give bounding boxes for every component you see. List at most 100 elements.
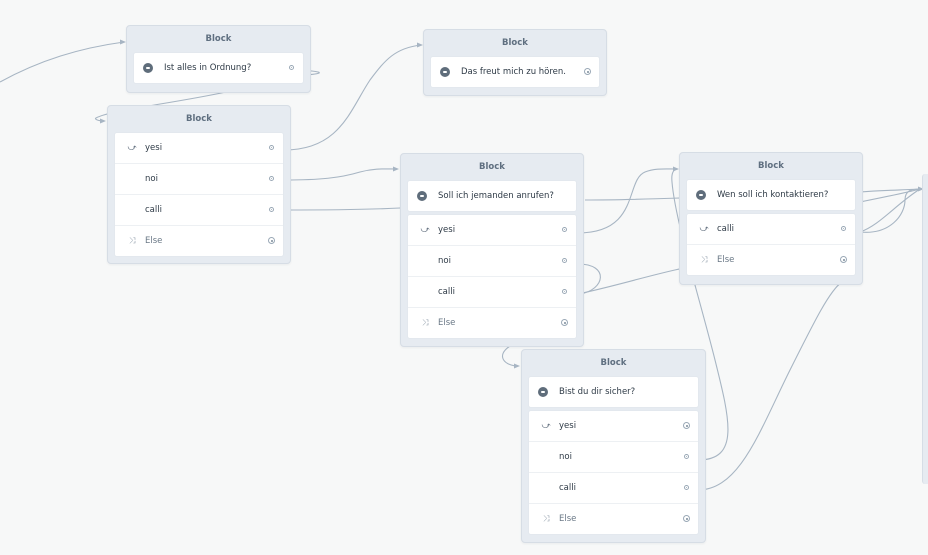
shuffle-icon: ⤨ [542, 514, 550, 524]
block-title: Block [600, 358, 627, 368]
output-port[interactable] [289, 65, 294, 70]
message-row[interactable]: Das freut mich zu hören. [431, 57, 599, 87]
else-row[interactable]: ⤨ Else [408, 307, 576, 338]
chat-bubble-icon [440, 67, 450, 77]
block-title: Block [186, 114, 212, 124]
option-label: calli [438, 287, 455, 297]
edge-into-b1 [0, 41, 125, 83]
option-row-noi[interactable]: noi [529, 441, 698, 472]
message-row[interactable]: Bist du dir sicher? [529, 377, 698, 407]
option-row-yesi[interactable]: ⤻ yesi [115, 133, 283, 163]
option-row-yesi[interactable]: ⤻ yesi [529, 411, 698, 441]
option-label: yesi [145, 143, 163, 153]
condition-card[interactable]: ⤻ yesi noi calli ⤨ Else [115, 133, 283, 256]
flow-block-3[interactable]: Block ⤻ yesi noi calli ⤨ Else [107, 105, 291, 264]
output-port[interactable] [562, 289, 567, 294]
edge-arrowhead [514, 363, 520, 369]
else-label: Else [559, 514, 577, 524]
output-port[interactable] [268, 237, 275, 244]
option-label: noi [438, 256, 451, 266]
chat-bubble-icon [538, 387, 548, 397]
else-row[interactable]: ⤨ Else [529, 503, 698, 534]
flow-block-4[interactable]: Block Soll ich jemanden anrufen? ⤻ yesi … [400, 153, 584, 347]
output-port[interactable] [840, 256, 847, 263]
flow-block-6[interactable]: Block Bist du dir sicher? ⤻ yesi noi cal… [521, 349, 706, 543]
else-label: Else [717, 255, 735, 265]
option-row-calli[interactable]: calli [115, 194, 283, 225]
option-label: noi [145, 174, 158, 184]
edge-b3-noi-to-b4 [283, 168, 398, 181]
message-card[interactable]: Wen soll ich kontaktieren? [687, 180, 855, 210]
edge-b5-calli-loop [859, 188, 921, 233]
flow-block-offscreen[interactable] [922, 174, 928, 484]
shuffle-icon: ⤨ [421, 318, 429, 328]
branch-arrow-icon: ⤻ [127, 143, 137, 153]
edge-b4-calli [577, 267, 685, 295]
edge-b4-else-to-b6 [501, 345, 519, 367]
option-row-calli[interactable]: calli [529, 472, 698, 503]
chat-bubble-icon [417, 191, 427, 201]
message-row[interactable]: Soll ich jemanden anrufen? [408, 181, 576, 211]
message-text: Soll ich jemanden anrufen? [438, 191, 554, 201]
edge-b6-calli-to-b5 [697, 281, 843, 491]
option-label: noi [559, 452, 572, 462]
block-title: Block [502, 38, 528, 48]
else-row[interactable]: ⤨ Else [115, 225, 283, 256]
branch-arrow-icon: ⤻ [541, 421, 551, 431]
message-card[interactable]: Ist alles in Ordnung? [134, 53, 303, 83]
edge-arrowhead [393, 166, 399, 172]
message-text: Ist alles in Ordnung? [164, 63, 252, 73]
output-port[interactable] [562, 258, 567, 263]
output-port[interactable] [841, 226, 846, 231]
message-card[interactable]: Bist du dir sicher? [529, 377, 698, 407]
branch-arrow-icon: ⤻ [420, 225, 430, 235]
else-label: Else [145, 236, 163, 246]
option-row-calli[interactable]: calli [408, 276, 576, 307]
block-title: Block [479, 162, 505, 172]
output-port[interactable] [562, 227, 567, 232]
message-row[interactable]: Ist alles in Ordnung? [134, 53, 303, 83]
edge-b5-else-out [859, 188, 921, 203]
output-port[interactable] [269, 176, 274, 181]
shuffle-icon: ⤨ [700, 255, 708, 265]
edge-b4-msg [584, 197, 681, 201]
output-port[interactable] [684, 485, 689, 490]
option-row-noi[interactable]: noi [115, 163, 283, 194]
else-label: Else [438, 318, 456, 328]
block-title: Block [205, 34, 232, 44]
shuffle-icon: ⤨ [128, 236, 136, 246]
option-row-calli[interactable]: ⤻ calli [687, 214, 855, 244]
chat-bubble-icon [143, 63, 153, 73]
option-row-noi[interactable]: noi [408, 245, 576, 276]
condition-card[interactable]: ⤻ calli ⤨ Else [687, 214, 855, 275]
edge-b4-yesi-to-b5 [577, 168, 678, 234]
output-port[interactable] [561, 319, 568, 326]
condition-card[interactable]: ⤻ yesi noi calli ⤨ Else [529, 411, 698, 534]
output-port[interactable] [683, 515, 690, 522]
edge-b5-msg-out [859, 188, 921, 193]
message-text: Wen soll ich kontaktieren? [717, 190, 829, 200]
output-port[interactable] [269, 145, 274, 150]
flow-block-2[interactable]: Block Das freut mich zu hören. [423, 29, 607, 96]
output-port[interactable] [269, 207, 274, 212]
edge-b3-calli [283, 207, 401, 211]
output-port[interactable] [584, 68, 591, 75]
edge-arrowhead [100, 118, 106, 124]
option-label: calli [145, 205, 162, 215]
output-port[interactable] [684, 454, 689, 459]
option-row-yesi[interactable]: ⤻ yesi [408, 215, 576, 245]
flow-block-5[interactable]: Block Wen soll ich kontaktieren? ⤻ calli… [679, 152, 863, 285]
message-row[interactable]: Wen soll ich kontaktieren? [687, 180, 855, 210]
message-card[interactable]: Soll ich jemanden anrufen? [408, 181, 576, 211]
flow-block-1[interactable]: Block Ist alles in Ordnung? [126, 25, 311, 93]
option-label: yesi [438, 225, 456, 235]
option-label: yesi [559, 421, 577, 431]
else-row[interactable]: ⤨ Else [687, 244, 855, 275]
condition-card[interactable]: ⤻ yesi noi calli ⤨ Else [408, 215, 576, 338]
chat-bubble-icon [696, 190, 706, 200]
option-label: calli [717, 224, 734, 234]
message-card[interactable]: Das freut mich zu hören. [431, 57, 599, 87]
message-text: Bist du dir sicher? [559, 387, 636, 397]
output-port[interactable] [683, 422, 690, 429]
